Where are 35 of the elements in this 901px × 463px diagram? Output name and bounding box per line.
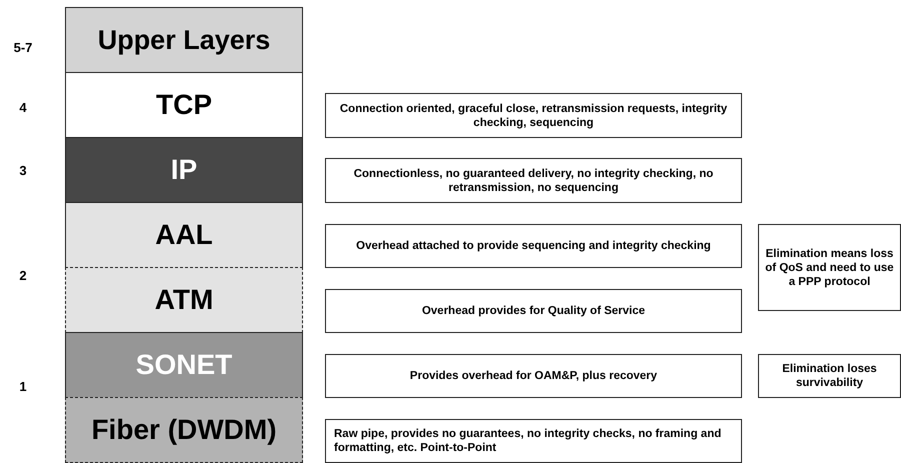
note-box: [758, 354, 901, 398]
description-box: [325, 224, 742, 268]
description-text: Elimination loses survivability: [781, 362, 878, 390]
description-text: Overhead attached to provide sequencing and integrity checking: [356, 239, 711, 253]
description-box: [325, 93, 742, 138]
description-text: Provides overhead for OAM&P, plus recovery: [410, 369, 658, 383]
layer-number: 4: [18, 100, 28, 115]
description-text: Elimination means loss of QoS and need to use a PPP protocol: [764, 246, 895, 288]
layer-block: [65, 137, 303, 203]
description-text: Raw pipe, provides no guarantees, no integrity checks, no framing and formatting, etc. Point-to-Point: [334, 427, 722, 455]
layer-block: [65, 332, 303, 398]
layer-number: 3: [18, 163, 28, 178]
layer-block: [65, 397, 303, 463]
layer-name: Upper Layers: [98, 24, 270, 56]
layer-block: [65, 72, 303, 138]
description-box: [325, 158, 742, 203]
layer-number: 1: [18, 379, 28, 394]
layer-block: [65, 7, 303, 73]
description-text: Overhead provides for Quality of Service: [422, 304, 646, 318]
note-box: [758, 224, 901, 311]
description-box: [325, 419, 742, 463]
layer-number: 5-7: [12, 40, 34, 55]
layer-name: IP: [170, 154, 198, 186]
layer-name: AAL: [155, 219, 213, 251]
layer-name: ATM: [154, 284, 214, 316]
layer-block: [65, 267, 303, 333]
layer-name: TCP: [156, 89, 212, 121]
layer-name: SONET: [136, 349, 232, 381]
layer-name: Fiber (DWDM): [91, 414, 277, 446]
description-text: Connection oriented, graceful close, retransmission requests, integrity checking, sequencing: [338, 102, 728, 130]
description-box: [325, 289, 742, 333]
layer-block: [65, 202, 303, 268]
description-text: Connectionless, no guaranteed delivery, no integrity checking, no retransmission, no sequencing: [352, 166, 714, 194]
description-box: [325, 354, 742, 398]
layer-number: 2: [18, 268, 28, 283]
